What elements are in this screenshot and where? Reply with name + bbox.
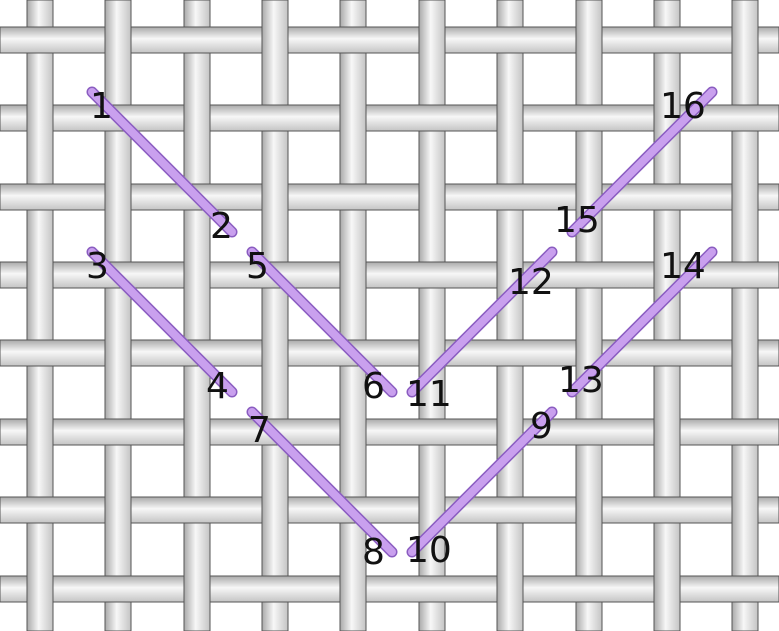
vertical-thread (184, 0, 210, 631)
weave-crossing (496, 340, 524, 366)
weave-crossing (653, 27, 681, 53)
vertical-thread (732, 0, 758, 631)
weave-crossing (575, 576, 603, 602)
weave-crossing (261, 105, 289, 131)
hole-label-12: 12 (508, 262, 554, 303)
weave-crossing (339, 27, 367, 53)
weave-crossing (104, 576, 132, 602)
hole-label-10: 10 (406, 530, 452, 571)
weave-crossing (339, 184, 367, 210)
hole-label-16: 16 (660, 86, 706, 127)
weave-crossing (731, 262, 759, 288)
weave-crossing (261, 576, 289, 602)
weave-crossing (575, 105, 603, 131)
hole-label-9: 9 (530, 406, 553, 447)
vertical-thread (576, 0, 602, 631)
weave-crossing (653, 497, 681, 523)
hole-label-5: 5 (246, 246, 269, 287)
weave-crossing (731, 419, 759, 445)
weave-crossing (653, 184, 681, 210)
hole-label-2: 2 (210, 206, 233, 247)
hole-label-15: 15 (554, 200, 600, 241)
weave-crossing (104, 419, 132, 445)
weave-crossing (496, 497, 524, 523)
hole-label-3: 3 (86, 246, 109, 287)
hole-label-13: 13 (558, 360, 604, 401)
weave-crossing (183, 497, 211, 523)
weave-crossing (418, 105, 446, 131)
hole-label-1: 1 (90, 86, 113, 127)
weave-crossing (496, 27, 524, 53)
weave-crossing (26, 340, 54, 366)
weave-crossing (418, 419, 446, 445)
hole-label-14: 14 (660, 246, 706, 287)
weave-crossing (731, 105, 759, 131)
hole-label-6: 6 (362, 366, 385, 407)
weave-crossing (183, 27, 211, 53)
vertical-thread (262, 0, 288, 631)
weave-crossing (653, 340, 681, 366)
weave-crossing (418, 262, 446, 288)
vertical-thread (27, 0, 53, 631)
weave-crossing (496, 184, 524, 210)
weave-crossing (575, 419, 603, 445)
hole-label-8: 8 (362, 532, 385, 573)
weave-crossing (26, 497, 54, 523)
hole-label-7: 7 (248, 410, 271, 451)
weave-crossing (731, 576, 759, 602)
weave-crossing (418, 576, 446, 602)
hole-label-4: 4 (206, 366, 229, 407)
weave-crossing (575, 262, 603, 288)
weave-crossing (26, 27, 54, 53)
vertical-thread (497, 0, 523, 631)
weave-crossing (26, 184, 54, 210)
hole-label-11: 11 (406, 374, 452, 415)
